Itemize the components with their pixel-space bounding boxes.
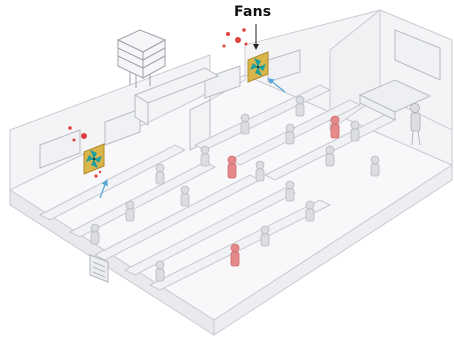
infected-person (228, 156, 236, 178)
person (306, 201, 314, 221)
person (91, 224, 99, 244)
person (181, 186, 189, 206)
person (241, 114, 249, 134)
person (286, 181, 294, 201)
person (296, 96, 304, 116)
person (156, 164, 164, 184)
person (286, 124, 294, 144)
infected-person (331, 116, 339, 138)
person (261, 226, 269, 246)
person (126, 201, 134, 221)
person (201, 146, 209, 166)
person (326, 146, 334, 166)
person (371, 156, 379, 176)
person (351, 121, 359, 141)
person (256, 161, 264, 181)
person (156, 261, 164, 281)
infected-person (231, 244, 239, 266)
